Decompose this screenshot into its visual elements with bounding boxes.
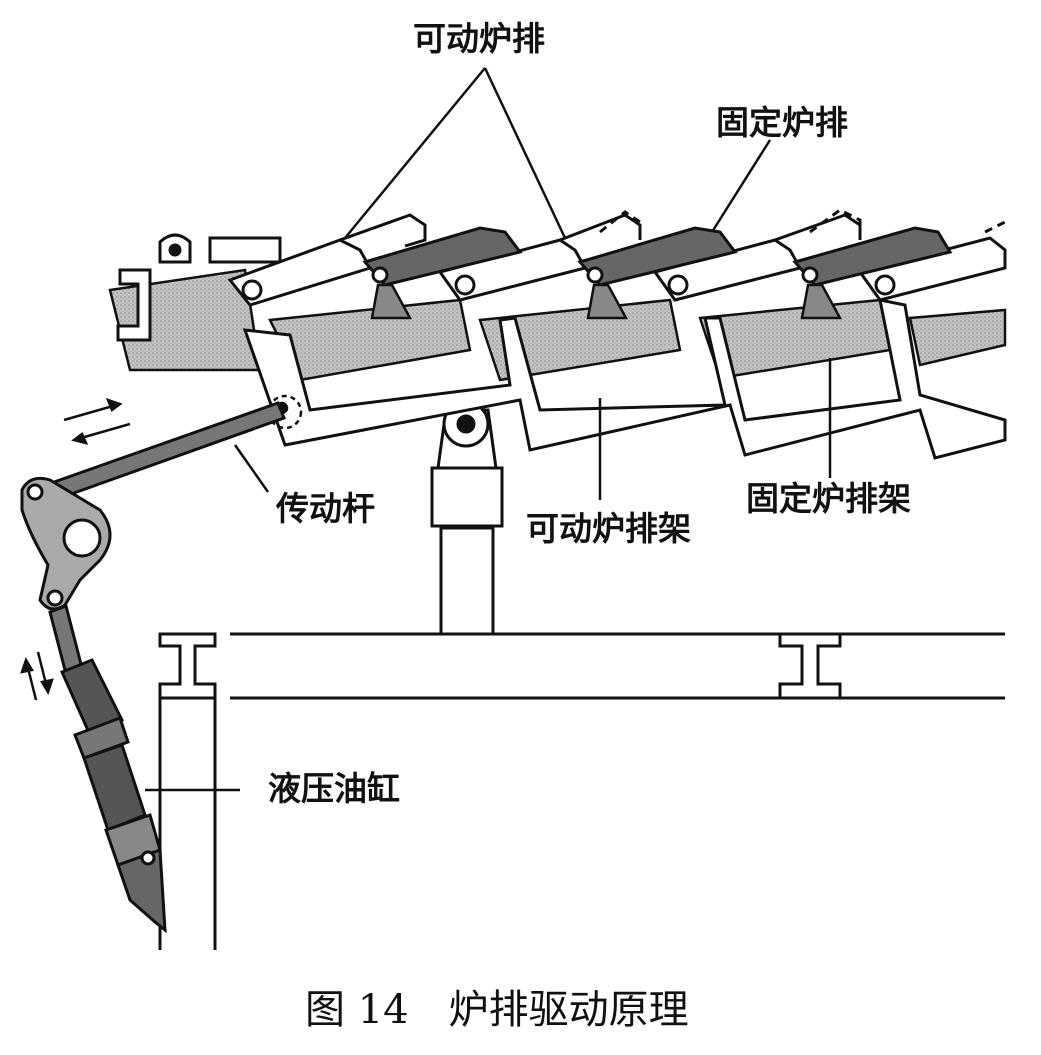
- leader-lines: [145, 67, 832, 792]
- label-movable-grate-frame: 可动炉排架: [526, 509, 691, 548]
- i-beam-section-left: [158, 632, 217, 700]
- grate-pins: [241, 266, 896, 301]
- label-fixed-grate: 固定炉排: [716, 103, 848, 142]
- wall-bracket: [116, 233, 282, 342]
- label-hydraulic-cylinder: 液压油缸: [268, 769, 400, 808]
- fixed-grate-supports: [370, 283, 843, 320]
- label-movable-grate: 可动炉排: [413, 19, 545, 58]
- hydraulic-cylinder-body: [48, 604, 167, 934]
- roller-support-post: [430, 400, 504, 636]
- support-column: [158, 698, 217, 950]
- label-drive-rod: 传动杆: [276, 489, 375, 528]
- figure-caption: 图 14 炉排驱动原理: [305, 987, 689, 1033]
- grate-hooks-dashed: [599, 208, 1006, 240]
- floor-beam: [230, 632, 1005, 700]
- label-fixed-grate-frame: 固定炉排架: [746, 479, 911, 518]
- crank-lever: [20, 476, 112, 611]
- motion-arrows-horizontal: [63, 397, 131, 445]
- drive-rod: [38, 401, 286, 505]
- i-beam-section-right: [778, 632, 842, 700]
- motion-arrows-vertical: [20, 651, 54, 701]
- movable-grate-pieces: [227, 236, 1007, 307]
